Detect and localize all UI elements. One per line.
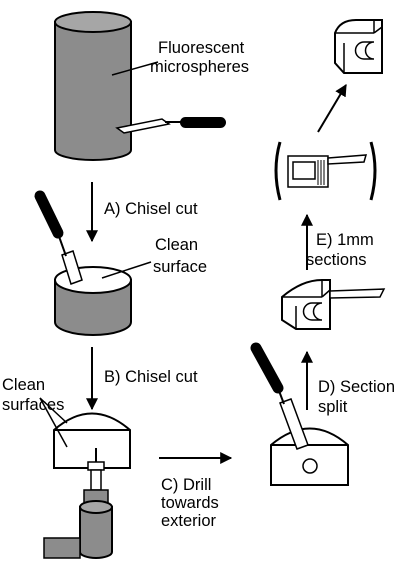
chisel-tool-3 [250, 342, 309, 450]
label-clean-surface-line2: surface [153, 258, 207, 276]
label-step-d-line2: split [318, 398, 348, 416]
half-block [53, 412, 131, 469]
label-fluorescent-line2: microspheres [150, 58, 249, 76]
sample-cylinder [54, 11, 159, 161]
drill [43, 448, 113, 559]
pointer-clean-surfaces-1 [39, 397, 68, 424]
label-clean-surface-line1: Clean [155, 236, 198, 254]
label-fluorescent-line1: Fluorescent [158, 39, 245, 57]
label-step-e-line2: sections [306, 251, 367, 269]
label-clean-surfaces-line2: surfaces [2, 396, 64, 414]
label-step-d-line1: D) Section [318, 378, 395, 396]
drilled-block [270, 427, 349, 486]
chisel-tool-2 [34, 190, 83, 285]
label-step-c-line1: C) Drill [161, 476, 211, 494]
label-step-c-line2: towards [161, 494, 219, 512]
thin-section [274, 141, 377, 201]
final-section [334, 19, 383, 74]
label-step-c-line3: exterior [161, 512, 217, 530]
chisel-tool-1 [115, 117, 226, 134]
label-step-a: A) Chisel cut [104, 200, 198, 218]
pointer-clean-surfaces-2 [39, 397, 68, 448]
arrow-to-final [317, 83, 347, 133]
label-clean-surfaces-line1: Clean [2, 376, 45, 394]
split-section [281, 279, 386, 330]
short-cylinder [54, 266, 132, 336]
label-step-e-line1: E) 1mm [316, 231, 374, 249]
pointer-clean-surface [101, 261, 152, 279]
label-step-b: B) Chisel cut [104, 368, 198, 386]
